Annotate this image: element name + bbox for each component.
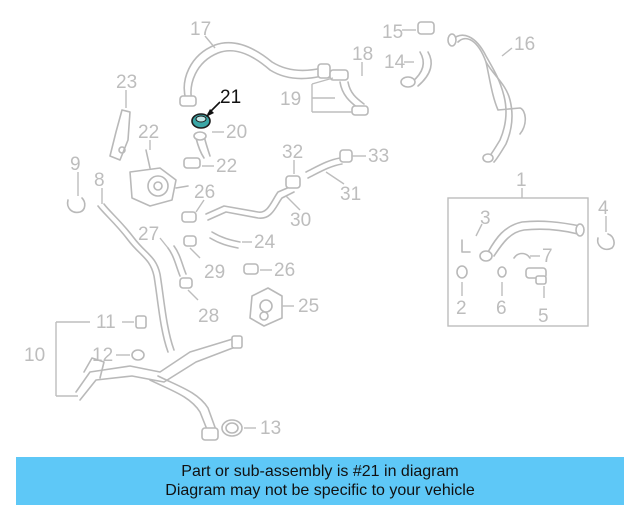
banner-line-1: Part or sub-assembly is #21 in diagram (181, 463, 459, 480)
callout-28: 27 (138, 224, 159, 245)
part-4-clamp (596, 233, 615, 251)
part-24-bracket (109, 109, 131, 161)
part-15-clamp (417, 21, 435, 35)
callout-33: 32 (282, 142, 303, 163)
callout-34: 33 (368, 146, 389, 167)
part-17-hose (179, 41, 331, 107)
part-6-seal (497, 266, 507, 278)
callout-5: 5 (538, 306, 549, 327)
assembly-1-frame (447, 197, 589, 327)
part-21-clamp (191, 113, 211, 129)
callout-17: 17 (190, 19, 211, 40)
part-33-clamp (285, 175, 301, 189)
callout-9: 9 (70, 154, 81, 175)
callout-14: 14 (384, 52, 406, 73)
part-2-seal (456, 265, 468, 279)
callout-20: 20 (226, 122, 247, 143)
part-18-hose (329, 69, 369, 116)
part-16-hose-assembly (447, 33, 527, 163)
part-26-clamp-upper (181, 211, 197, 223)
callout-3: 3 (480, 208, 491, 229)
callout-29: 28 (198, 306, 219, 327)
part-25-hose (183, 231, 241, 249)
part-10-pipe-assembly (75, 335, 243, 441)
callout-13: 13 (260, 418, 281, 439)
callout-12: 12 (92, 345, 113, 366)
callout-26-lower: 26 (274, 260, 295, 281)
part-11-bolt (135, 315, 147, 329)
callout-25: 24 (254, 232, 276, 253)
part-9-clamp (66, 197, 86, 214)
callout-18: 18 (352, 44, 373, 65)
callout-1: 1 (516, 170, 527, 191)
part-3-clip (461, 239, 471, 253)
part-8-hose (97, 203, 175, 353)
callout-22: 22 (216, 156, 237, 177)
part-26-clamp-lower (243, 263, 259, 275)
callout-31: 30 (290, 210, 311, 231)
callout-16: 16 (514, 34, 535, 55)
callout-15: 15 (382, 22, 403, 43)
callout-32: 31 (340, 184, 361, 205)
callout-26-upper: 26 (194, 182, 215, 203)
part-12-seal (131, 349, 145, 361)
part-13-oring (221, 419, 243, 437)
part-32-hose (305, 157, 343, 179)
callout-27: 25 (298, 296, 319, 317)
banner-line-2: Diagram may not be specific to your vehi… (165, 482, 475, 499)
part-23-pump (129, 149, 189, 207)
callout-30: 29 (204, 262, 225, 283)
callout-19: 19 (280, 89, 301, 110)
part-27-housing (249, 287, 283, 327)
part-1-hose (479, 220, 585, 262)
callout-11: 11 (96, 312, 116, 333)
part-31-pipe (205, 185, 295, 221)
part-20-hose (193, 131, 211, 159)
callout-4: 4 (598, 198, 609, 219)
info-banner: Part or sub-assembly is #21 in diagram D… (16, 457, 624, 505)
callout-8: 8 (94, 170, 105, 191)
part-14-hose (400, 51, 432, 88)
callout-23: 22 (138, 122, 159, 143)
callout-7: 7 (542, 246, 553, 267)
part-5-sensor (525, 267, 547, 285)
part-22-clamp (183, 157, 201, 169)
part-28-hose (167, 245, 187, 277)
part-7-clip (513, 252, 531, 259)
callout-24: 23 (116, 72, 137, 93)
callout-6: 6 (496, 298, 507, 319)
callout-10: 10 (24, 345, 45, 366)
callout-21: 21 (220, 87, 241, 108)
part-29-clamp (179, 277, 193, 289)
callout-2: 2 (456, 298, 467, 319)
part-34-clamp (339, 149, 353, 163)
